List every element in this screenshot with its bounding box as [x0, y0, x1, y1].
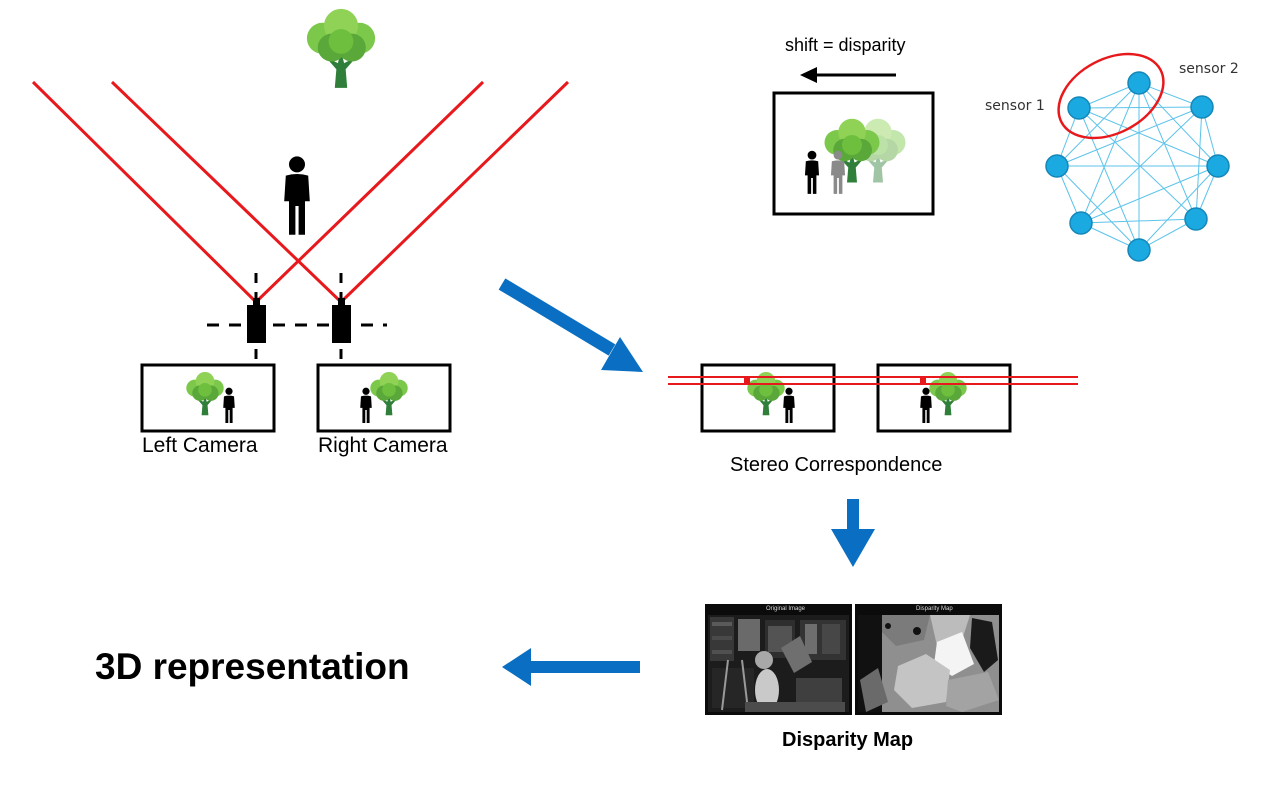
left-camera-label: Left Camera [142, 434, 258, 457]
flow-arrow-to-correspondence [498, 278, 643, 372]
right-camera-ray-left [110, 80, 343, 304]
shift-panel [772, 67, 935, 216]
stereo-correspondence [668, 363, 1078, 433]
left-camera-view [140, 363, 276, 433]
stereo-correspondence-label: Stereo Correspondence [730, 454, 943, 476]
network-edge [1195, 106, 1203, 220]
flow-arrow-to-disparity [831, 499, 875, 567]
right-camera-icon [332, 298, 351, 343]
original-image-title: Original Image [766, 606, 806, 612]
scene-tree [306, 8, 376, 88]
sensor-node [1127, 71, 1151, 95]
sensor-network [1045, 52, 1230, 262]
scene-person [284, 156, 310, 235]
network-edge [1056, 165, 1140, 251]
3d-representation-label: 3D representation [95, 646, 410, 687]
network-edge [1080, 106, 1203, 224]
network-edge [1078, 107, 1219, 167]
disparity-map-thumbnail [855, 604, 1002, 715]
network-edge [1078, 107, 1140, 251]
disparity-map-title: Disparity Map [916, 606, 953, 612]
left-camera-ray-right [254, 80, 485, 304]
sensor-2-label: sensor 2 [1179, 61, 1239, 77]
left-camera-icon [247, 298, 266, 343]
sensor-node [1127, 238, 1151, 262]
flow-arrow-to-3d [502, 648, 640, 686]
network-nodes [1045, 71, 1230, 262]
sensor-node [1184, 207, 1208, 231]
sensor-node [1045, 154, 1069, 178]
sensor-node [1206, 154, 1230, 178]
disparity-map-label: Disparity Map [782, 729, 914, 751]
match-point-right [920, 377, 926, 383]
network-edge [1138, 82, 1197, 220]
network-edge [1080, 82, 1140, 224]
network-edge [1138, 82, 1219, 167]
sensor-1-label: sensor 1 [985, 98, 1045, 114]
network-edge [1138, 165, 1219, 251]
network-edge [1056, 82, 1140, 167]
network-edge [1078, 106, 1203, 109]
sensor-pair-highlight [1057, 52, 1165, 140]
sensor-node [1190, 95, 1214, 119]
shift-arrowhead [800, 67, 817, 83]
right-camera-view [316, 363, 452, 433]
sensor-node [1067, 96, 1091, 120]
shift-label: shift = disparity [785, 35, 906, 55]
original-image-thumbnail [705, 604, 852, 715]
match-point-left [744, 377, 750, 383]
network-edge [1078, 107, 1197, 220]
right-camera-label: Right Camera [318, 434, 448, 457]
right-camera-ray-right [339, 80, 570, 304]
network-edge [1056, 106, 1203, 167]
sensor-node [1069, 211, 1093, 235]
disparity-map-figure [705, 604, 1002, 715]
left-camera-ray-left [31, 80, 258, 304]
camera-rig [31, 8, 570, 360]
network-edge [1080, 218, 1197, 224]
